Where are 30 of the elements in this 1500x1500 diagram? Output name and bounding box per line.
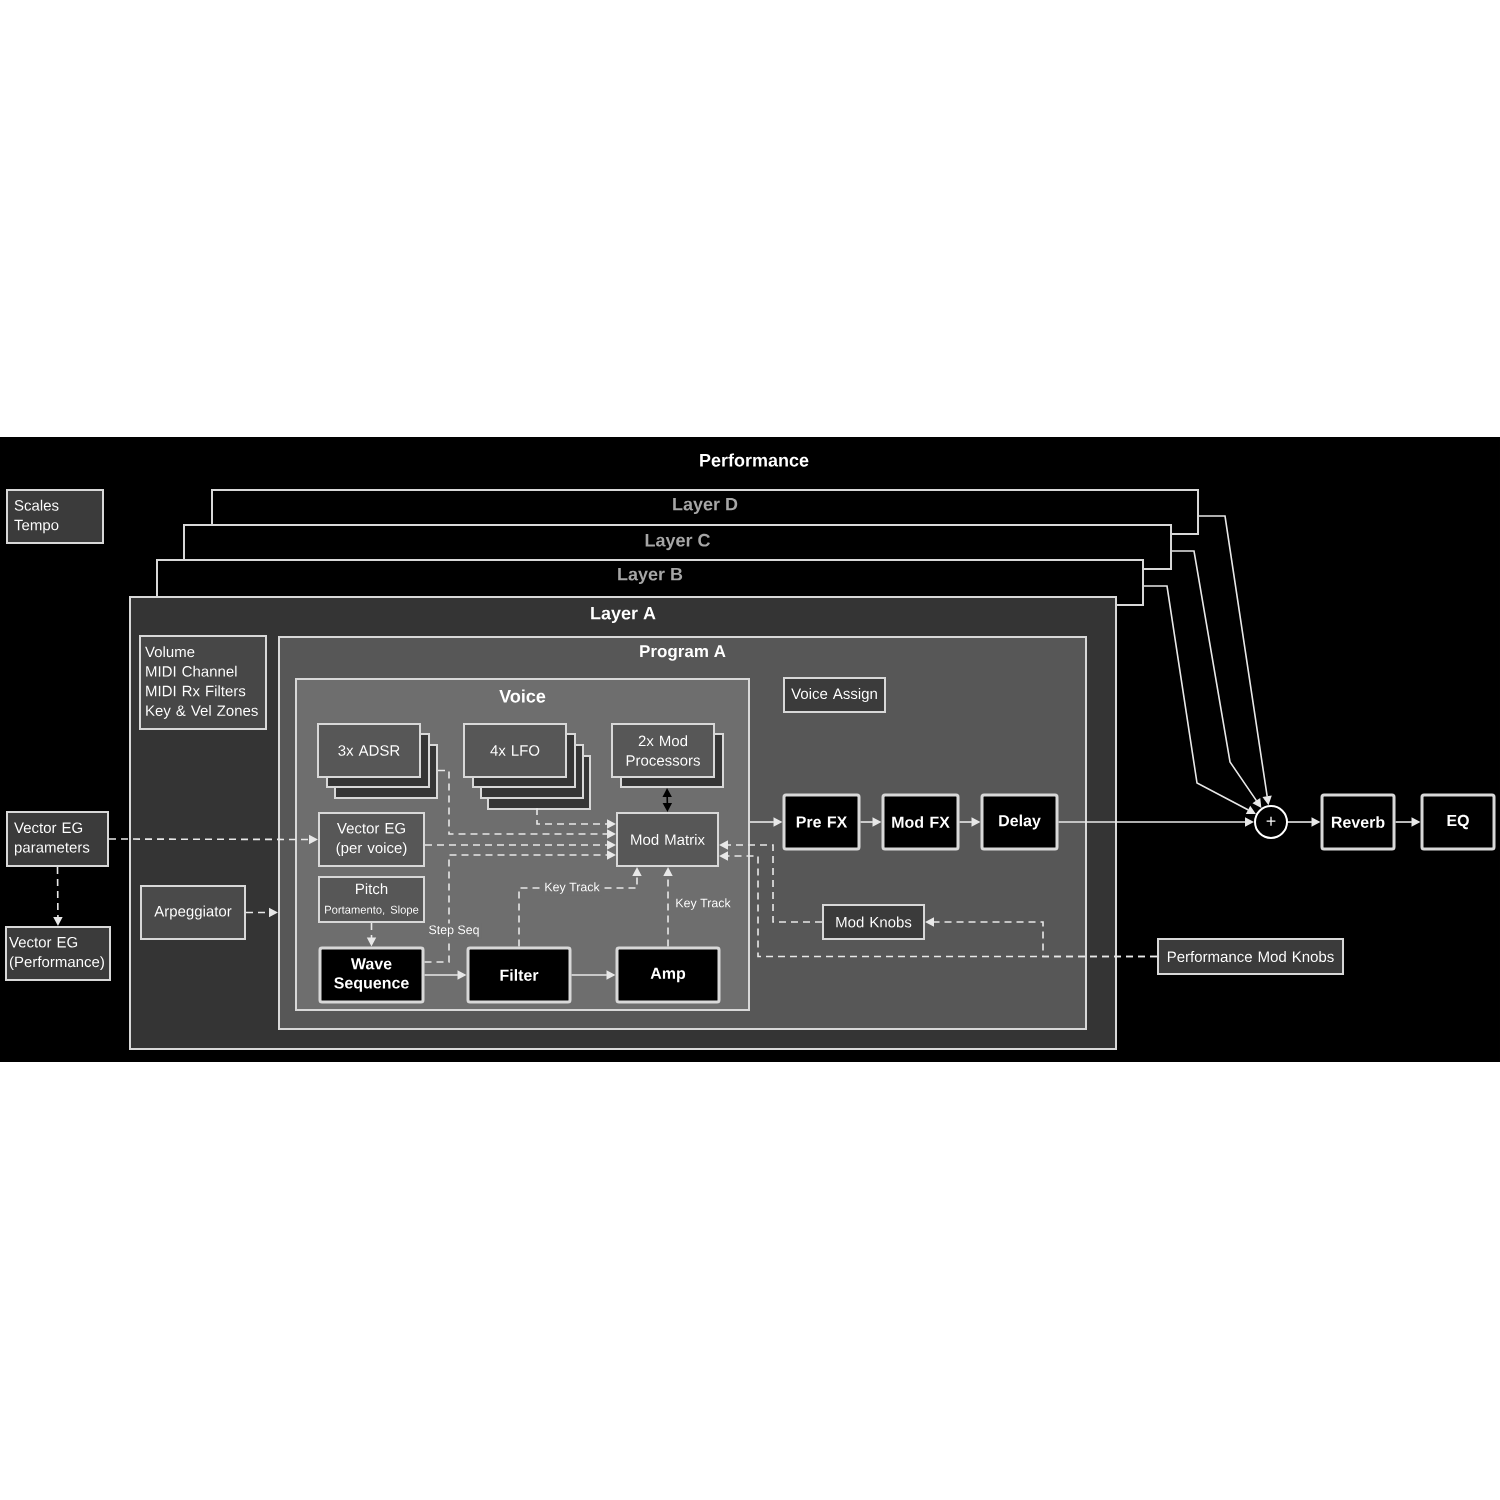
module-box: Vector EG (per voice) <box>318 812 425 867</box>
module-box: Arpeggiator <box>140 885 246 940</box>
arrow <box>1143 585 1256 815</box>
module-box: Performance Mod Knobs <box>1157 938 1344 975</box>
parameter-box: Vector EG parameters <box>6 811 109 867</box>
stacked-box: 3x ADSR <box>317 723 438 799</box>
effect-box: Mod FX <box>881 793 960 851</box>
module-box: Mod Knobs <box>822 904 925 940</box>
signal-block: Amp <box>615 946 721 1004</box>
arrow <box>1171 550 1262 808</box>
stacked-box: 4x LFO <box>463 723 591 810</box>
edge-label: Key Track <box>676 898 731 910</box>
parameter-box: Vector EG (Performance) <box>5 926 111 981</box>
module-box: Mod Matrix <box>616 812 719 867</box>
signal-block: Filter <box>466 946 572 1004</box>
module-box: Pitch Portamento, Slope <box>318 876 425 923</box>
effect-box: Delay <box>980 793 1059 851</box>
stacked-box: 2x Mod Processors <box>611 723 724 788</box>
diagram-title: Performance <box>700 453 809 467</box>
effect-box: Pre FX <box>782 793 861 851</box>
signal-block: Wave Sequence <box>318 946 425 1004</box>
info-box: Volume MIDI Channel MIDI Rx Filters Key & Vel Zones <box>139 635 267 730</box>
info-box: Scales Tempo <box>6 489 104 544</box>
module-box: Voice Assign <box>783 677 886 713</box>
effect-box: EQ <box>1420 793 1496 851</box>
node-label: 4x LFO <box>490 745 540 756</box>
edge-label: Key Track <box>542 880 602 896</box>
effect-box: Reverb <box>1320 793 1396 851</box>
summing-junction: + <box>1254 805 1288 839</box>
edge-label: Step Seq <box>426 923 482 939</box>
